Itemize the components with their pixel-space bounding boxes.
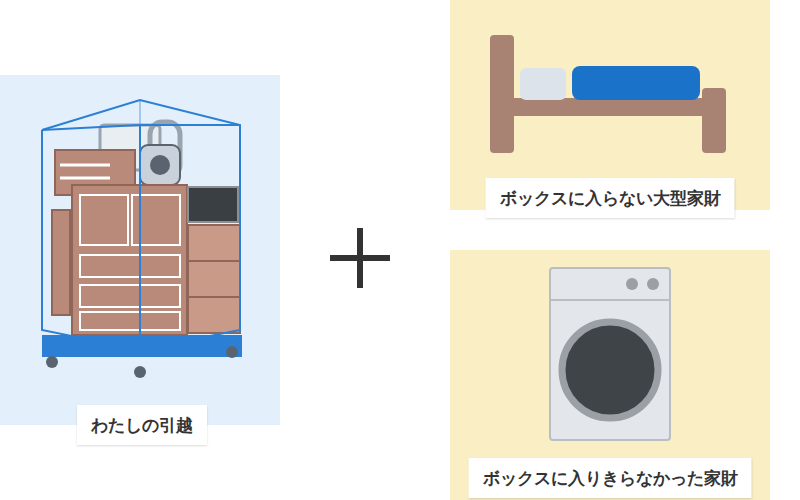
- caption-label: ボックスに入らない大型家財: [486, 178, 735, 218]
- panel-ground: [450, 250, 770, 500]
- caption-label: ボックスに入りきらなかった家財: [469, 458, 752, 498]
- bed-illustration: [490, 35, 726, 153]
- caption-label: わたしの引越: [77, 405, 207, 445]
- panel: ボックスに入りきらなかった家財: [450, 250, 770, 500]
- washing-machine-illustration: [550, 268, 670, 440]
- panel: わたしの引越: [0, 75, 280, 425]
- panel-ground: [0, 75, 280, 425]
- panel: ボックスに入らない大型家財: [450, 0, 770, 210]
- moving-box-illustration: [42, 100, 242, 378]
- plus-symbol: [330, 228, 390, 288]
